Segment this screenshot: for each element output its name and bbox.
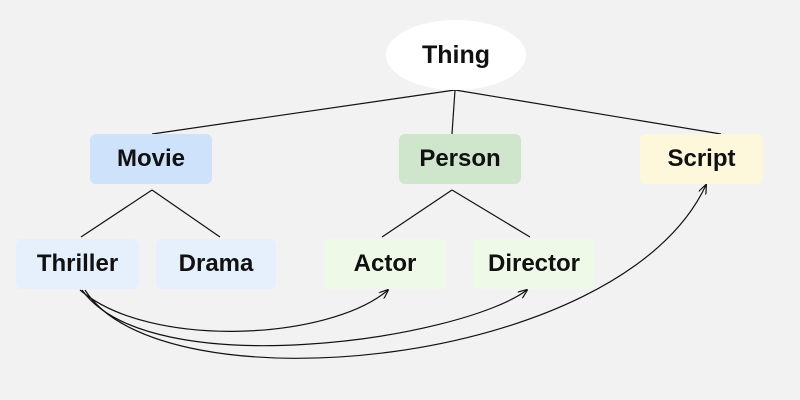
node-movie-label: Movie	[116, 145, 185, 172]
edge-thing-script	[454, 89, 722, 135]
node-drama: Drama	[156, 239, 276, 289]
edge-person-actor	[381, 189, 453, 238]
node-thriller-label: Thriller	[36, 250, 119, 277]
node-script: Script	[640, 134, 763, 184]
edge-person-director	[451, 189, 531, 238]
node-thing-label: Thing	[421, 40, 491, 69]
node-script-label: Script	[667, 145, 736, 172]
node-actor-label: Actor	[353, 250, 417, 277]
node-thing: Thing	[386, 20, 526, 90]
node-director-label: Director	[487, 250, 581, 277]
edge-movie-drama	[151, 189, 221, 238]
node-person-label: Person	[419, 145, 501, 172]
edge-movie-thriller	[80, 189, 153, 238]
node-drama-label: Drama	[178, 250, 254, 277]
node-person: Person	[399, 134, 521, 184]
node-actor: Actor	[324, 239, 446, 289]
node-movie: Movie	[90, 134, 212, 184]
relation-thriller-director	[81, 290, 527, 347]
node-thriller: Thriller	[16, 239, 139, 289]
node-director: Director	[473, 239, 595, 289]
relation-thriller-script	[84, 185, 706, 359]
edge-thing-person	[451, 89, 456, 135]
relation-thriller-actor	[79, 290, 388, 332]
edge-thing-movie	[151, 89, 456, 135]
